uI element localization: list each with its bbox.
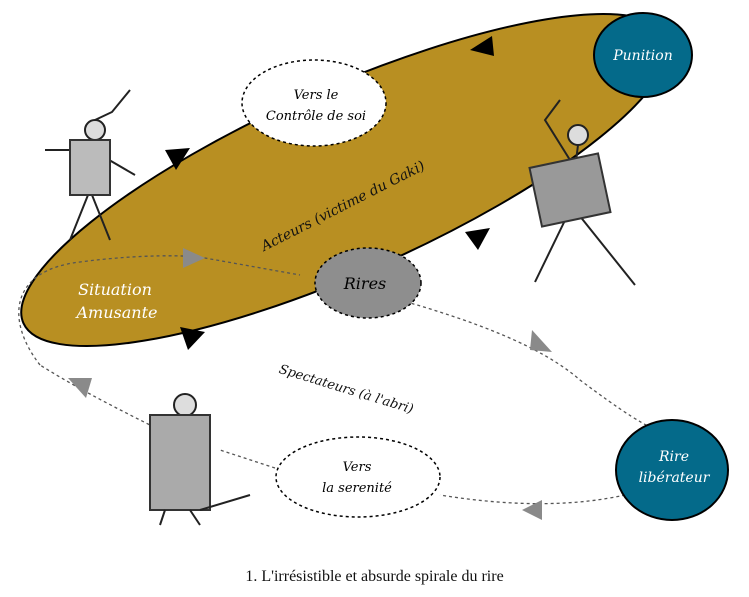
black-arrow-icon [470, 36, 494, 56]
spectator-figure [149, 393, 251, 526]
spectator-loop-path [18, 255, 661, 505]
liberateur-label-2: libérateur [639, 470, 711, 486]
punition-node [593, 12, 693, 98]
grey-arrow-down-icon [530, 330, 552, 352]
punition-label: Punition [612, 48, 672, 64]
rires-label: Rires [343, 274, 387, 293]
rires-node [314, 247, 422, 319]
situation-label-2: Amusante [75, 303, 158, 322]
black-arrow-icon [180, 327, 205, 350]
black-arrow-icon [465, 228, 490, 250]
liberateur-node [615, 419, 729, 521]
liberateur-label-1: Rire [658, 449, 689, 465]
situation-label-1: Situation [78, 280, 152, 299]
controle-label-2: Contrôle de soi [266, 109, 366, 124]
spectateurs-label: Spectateurs (à l'abri) [277, 362, 415, 417]
controle-node [241, 59, 387, 147]
warrior-figure [528, 99, 636, 286]
grey-arrow-up-icon [68, 378, 92, 398]
serenite-label-1: Vers [343, 460, 372, 475]
black-arrow-icon [165, 148, 190, 170]
grey-arrow-right-icon [183, 248, 205, 268]
controle-label-1: Vers le [294, 88, 339, 103]
serenite-label-2: la serenité [322, 481, 392, 496]
figure-caption: 1. L'irrésistible et absurde spirale du … [245, 568, 504, 585]
grey-arrow-left-icon [522, 500, 542, 520]
jester-figure [45, 89, 136, 241]
serenite-node [275, 436, 441, 518]
